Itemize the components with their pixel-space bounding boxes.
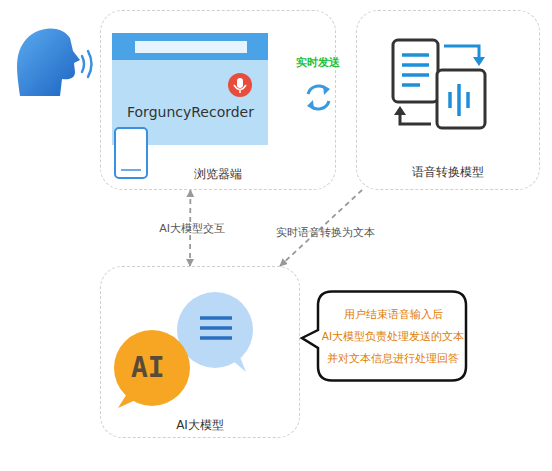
text-lines xyxy=(402,55,429,85)
model-box: 语音转换模型 xyxy=(356,10,540,190)
sound-wave xyxy=(88,51,92,77)
chat-bubble xyxy=(177,292,253,368)
mic-button xyxy=(228,73,252,97)
ai-box: AI大模型 xyxy=(100,266,300,438)
convert-arrow xyxy=(400,114,431,124)
box-title: 浏览器端 xyxy=(101,166,335,183)
client-box: 浏览器端 xyxy=(100,10,336,190)
address-bar xyxy=(135,41,247,53)
convert-arrow xyxy=(394,106,406,115)
ai-symbol: AI xyxy=(131,351,165,384)
sync-icon xyxy=(307,100,314,110)
callout-text: 用户结束语音输入后 AI大模型负责处理发送的文本 并对文本信息进行处理回答 xyxy=(322,290,464,382)
phone-icon xyxy=(115,128,147,178)
mic-symbol xyxy=(234,85,246,93)
phone-icon xyxy=(121,169,141,171)
sound-wave xyxy=(82,56,84,72)
mic-symbol xyxy=(237,78,243,88)
box-title: AI大模型 xyxy=(101,417,299,434)
chat-lines xyxy=(200,318,232,338)
edge-label: AI大模型交互 xyxy=(159,221,225,236)
convert-arrow xyxy=(473,57,485,66)
callout-bubble: 用户结束语音输入后 AI大模型负责处理发送的文本 并对文本信息进行处理回答 xyxy=(300,290,468,382)
send-label: 实时发送 xyxy=(296,55,340,70)
convert-arrow xyxy=(444,46,479,58)
sync-icon xyxy=(323,85,330,95)
audio-icon xyxy=(437,70,485,128)
edge-label: 实时语音转换为文本 xyxy=(276,225,375,240)
chat-bubble xyxy=(232,352,246,372)
ai-bubble xyxy=(118,392,140,408)
speaker-head xyxy=(17,29,80,96)
app-name: ForguncyRecorder xyxy=(127,104,254,120)
text-doc-icon xyxy=(393,40,438,102)
box-title: 语音转换模型 xyxy=(357,164,539,181)
ai-bubble xyxy=(114,330,190,406)
audio-bars xyxy=(450,84,468,116)
